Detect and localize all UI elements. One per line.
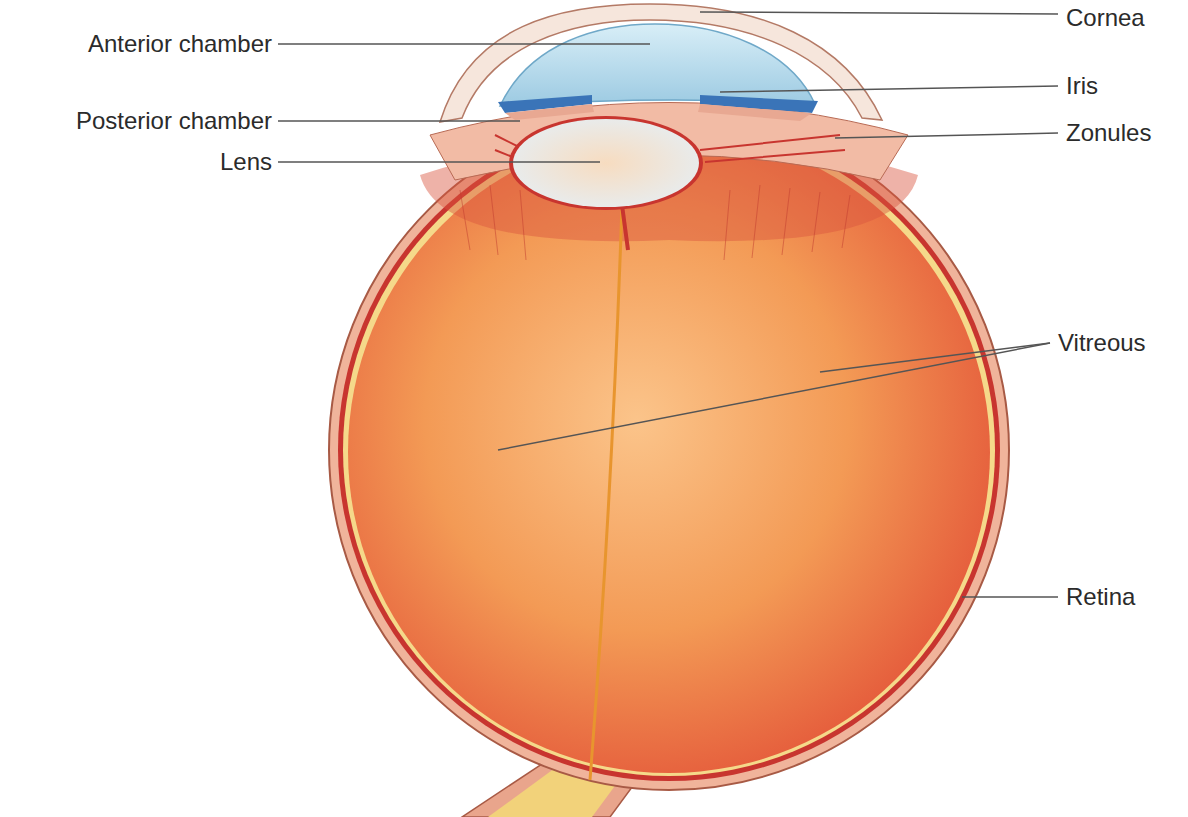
part-label: Retina xyxy=(1066,583,1135,611)
part-label: Anterior chamber xyxy=(88,30,272,58)
part-label: Iris xyxy=(1066,72,1098,100)
sclera xyxy=(329,110,1009,790)
lens xyxy=(513,119,699,207)
part-label: Cornea xyxy=(1066,4,1145,32)
cornea xyxy=(440,4,882,122)
retina-layer xyxy=(343,124,995,776)
iris-stroma xyxy=(505,104,594,120)
part-label: Posterior chamber xyxy=(76,107,272,135)
part-label: Lens xyxy=(220,148,272,176)
hyaloid-canal xyxy=(590,205,622,780)
lens-stalk xyxy=(622,205,628,250)
part-label: Zonules xyxy=(1066,119,1151,147)
vitreous-body xyxy=(348,131,990,773)
leader-lines xyxy=(278,12,1058,597)
part-label: Vitreous xyxy=(1058,329,1146,357)
iris-stroma xyxy=(698,104,812,121)
choroid xyxy=(338,119,1000,781)
lens-capsule xyxy=(509,116,703,210)
anterior-chamber xyxy=(500,24,815,106)
